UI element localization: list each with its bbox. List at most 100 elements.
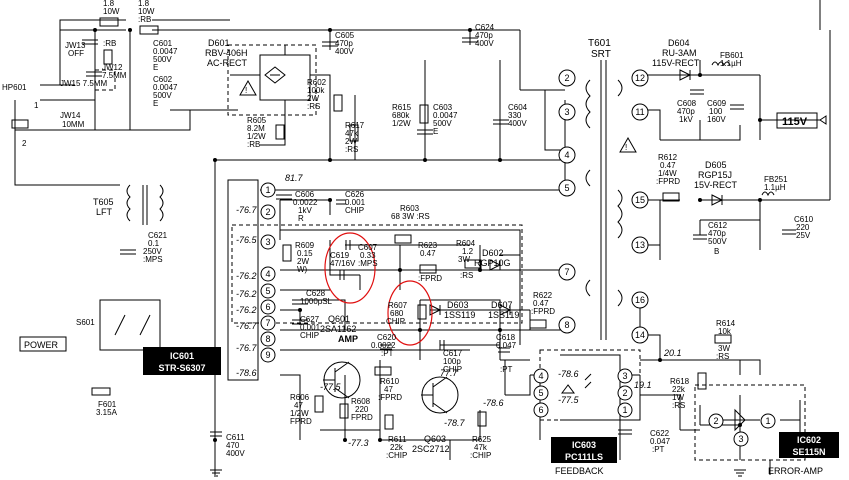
optocoupler-ic603 bbox=[561, 373, 592, 394]
label-r605: R605 bbox=[247, 116, 267, 125]
label-c628v: 1000p bbox=[300, 297, 323, 306]
label-c626v: 0.001 bbox=[345, 198, 366, 207]
label-c607w: :MPS bbox=[358, 259, 378, 268]
capacitor-c622-c621 bbox=[120, 249, 632, 435]
label-d601r: AC-RECT bbox=[207, 58, 248, 68]
resistor-r615 bbox=[419, 104, 429, 124]
label-c610: C610 bbox=[794, 215, 814, 224]
ic601-voltage-1: 81.7 bbox=[285, 173, 304, 183]
output-115v-box bbox=[776, 112, 818, 129]
label-q601a: AMP bbox=[338, 334, 358, 344]
label-v191: 19.1 bbox=[634, 380, 652, 390]
svg-text:1: 1 bbox=[765, 416, 770, 426]
label-r609: R609 bbox=[295, 241, 315, 250]
capacitor-c620-c617 bbox=[380, 340, 445, 350]
label-f601: F601 bbox=[98, 400, 117, 409]
label-v786: -78.6 bbox=[483, 398, 504, 408]
ic601-pin-label-8: 8 bbox=[265, 334, 270, 344]
label-c611: C611 bbox=[226, 433, 245, 442]
resistor-r602 bbox=[333, 94, 343, 112]
resistor-r618 bbox=[697, 372, 707, 390]
warning-icon-1 bbox=[239, 79, 257, 96]
label-c606r: R bbox=[298, 214, 304, 223]
label-d603v: 1SS119 bbox=[444, 310, 475, 320]
warning-icon-2 bbox=[619, 136, 637, 153]
label-c605: C605 bbox=[335, 31, 355, 40]
label-t605: T605 bbox=[93, 197, 114, 207]
label-c602w: 500V bbox=[153, 91, 172, 100]
label-d607: D607 bbox=[491, 300, 513, 310]
label-r615w: 1/2W bbox=[392, 119, 411, 128]
t601-pin-label-16: 16 bbox=[635, 295, 645, 305]
label-c617c: CHIP bbox=[443, 365, 462, 374]
label-srt: SRT bbox=[591, 49, 611, 60]
label-r612v: 0.47 bbox=[660, 161, 676, 170]
ic601-pin-label-3: 3 bbox=[265, 237, 270, 247]
ic601-pin-label-4: 4 bbox=[265, 269, 270, 279]
t601-pin-8 bbox=[558, 316, 576, 334]
label-c609v: 100 bbox=[709, 107, 723, 116]
label-r614w: 3W bbox=[718, 344, 730, 353]
ic601-pin-2 bbox=[260, 204, 276, 220]
svg-text:4: 4 bbox=[538, 371, 543, 381]
label-jw14: JW14 bbox=[60, 111, 81, 120]
label-t605t: LFT bbox=[96, 207, 113, 217]
label-ic601-part: STR-S6307 bbox=[158, 363, 205, 373]
capacitor-c628-c627 bbox=[292, 299, 308, 325]
label-r625v: 47k bbox=[474, 443, 488, 452]
resistor-r625 bbox=[477, 411, 487, 427]
label-c622v: 0.047 bbox=[650, 437, 671, 446]
label-c627: C627 bbox=[300, 315, 320, 324]
label-r-top2: 1.8 bbox=[138, 0, 150, 8]
label-c604w: 400V bbox=[508, 119, 527, 128]
capacitor-c608-c609 bbox=[690, 89, 744, 110]
label-c622w: :PT bbox=[652, 445, 665, 454]
label-c626: C626 bbox=[345, 190, 365, 199]
ic601-voltage-8: -76.7 bbox=[236, 343, 258, 353]
t601-pin-3 bbox=[558, 103, 576, 121]
label-r-top2b: 10W bbox=[138, 7, 155, 16]
label-r603v: 68 3W :RS bbox=[391, 212, 430, 221]
ic603-label: IC603 PC111LS bbox=[551, 437, 617, 463]
label-c619v: 47/16V bbox=[330, 259, 356, 268]
label-r602v: 100k bbox=[307, 86, 325, 95]
label-d604: D604 bbox=[668, 38, 690, 48]
svg-text:2: 2 bbox=[622, 388, 627, 398]
ic601-voltage-3: -76.5 bbox=[236, 235, 258, 245]
label-r618w: 1W bbox=[672, 393, 684, 402]
label-c603: C603 bbox=[433, 103, 453, 112]
capacitor-c607-c619 bbox=[339, 240, 351, 280]
label-d601t: RBV-406H bbox=[205, 48, 248, 58]
label-c607: C607 bbox=[358, 243, 378, 252]
ic601-pin-label-2: 2 bbox=[265, 207, 270, 217]
diode-d605 bbox=[711, 194, 724, 206]
label-v201: 20.1 bbox=[663, 348, 682, 358]
label-r622: R622 bbox=[533, 291, 553, 300]
label-c612b: B bbox=[714, 247, 719, 256]
label-r614r: :RS bbox=[716, 352, 729, 361]
label-c602v: 0.0047 bbox=[153, 83, 178, 92]
label-r606f: FPRD bbox=[290, 417, 312, 426]
ic601-voltage-9: -78.6 bbox=[236, 368, 257, 378]
fuse-hp bbox=[103, 49, 113, 65]
ic601-pin-9 bbox=[260, 347, 276, 363]
label-v775: -77.5 bbox=[320, 382, 342, 392]
label-f601v: 3.15A bbox=[96, 408, 118, 417]
ic601-pins: 181.72-76.73-76.54-76.25-76.26-76.27-76.… bbox=[236, 173, 304, 378]
label-c611v: 470 bbox=[226, 441, 240, 450]
t601-pin-12 bbox=[631, 69, 649, 87]
label-c620w: :PT bbox=[381, 349, 394, 358]
label-r610: R610 bbox=[380, 377, 400, 386]
diode-d603 bbox=[429, 304, 442, 316]
label-c622: C622 bbox=[650, 429, 670, 438]
label-c612w: 500V bbox=[708, 237, 727, 246]
label-q601v: 2SA1162 bbox=[320, 324, 356, 334]
svg-text:3: 3 bbox=[738, 434, 743, 444]
label-c603v: 0.0047 bbox=[433, 111, 458, 120]
bridge-d601 bbox=[264, 66, 286, 84]
label-c605w: 400V bbox=[335, 47, 354, 56]
label-t601: T601 bbox=[588, 38, 611, 49]
label-r605rb: :RB bbox=[247, 140, 260, 149]
fuse-hp601 bbox=[11, 119, 29, 129]
